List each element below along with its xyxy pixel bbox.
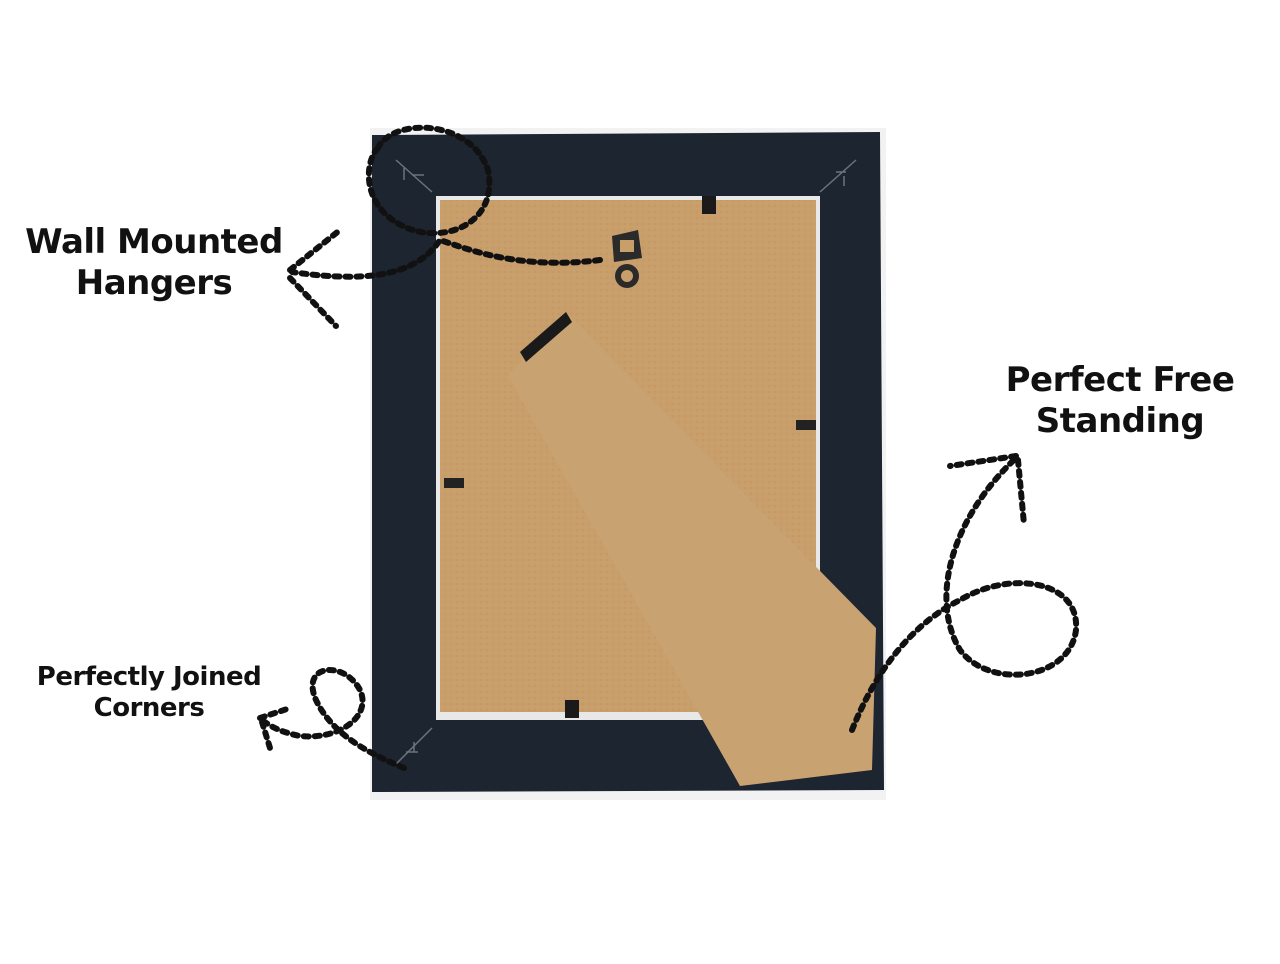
dotted-circle-icon	[365, 124, 493, 236]
dotted-arrow-icon	[257, 705, 293, 721]
dotted-arrow-icon	[947, 453, 1019, 469]
wall-mounted-hangers-label: Wall Mounted Hangers	[14, 222, 294, 304]
clip-top	[702, 196, 716, 214]
wall-mounted-line1: Wall Mounted	[25, 222, 283, 262]
easel-stand	[506, 312, 876, 786]
free-standing-line2: Standing	[1035, 400, 1205, 441]
joined-corners-line2: Corners	[93, 693, 205, 724]
clip-right	[796, 420, 816, 430]
joined-corners-label: Perfectly Joined Corners	[24, 662, 274, 724]
dotted-arrow-icon	[287, 227, 343, 273]
easel-hinge	[520, 312, 572, 362]
dotted-arrow-icon	[849, 455, 1080, 733]
dotted-arrow-icon	[1015, 457, 1027, 527]
dotted-arrow-icon	[287, 275, 339, 329]
dotted-arrow-icon	[259, 719, 273, 751]
corner-marks	[395, 159, 857, 765]
dotted-arrow-icon	[289, 236, 603, 280]
joined-corners-line1: Perfectly Joined	[36, 662, 262, 692]
free-standing-line1: Perfect Free	[1005, 360, 1235, 400]
wall-mounted-line2: Hangers	[75, 262, 233, 303]
dotted-circle-icon	[259, 666, 407, 771]
clip-left	[444, 478, 464, 488]
free-standing-label: Perfect Free Standing	[990, 360, 1250, 442]
sawtooth-hanger-icon	[612, 230, 642, 288]
clip-bottom	[565, 700, 579, 718]
